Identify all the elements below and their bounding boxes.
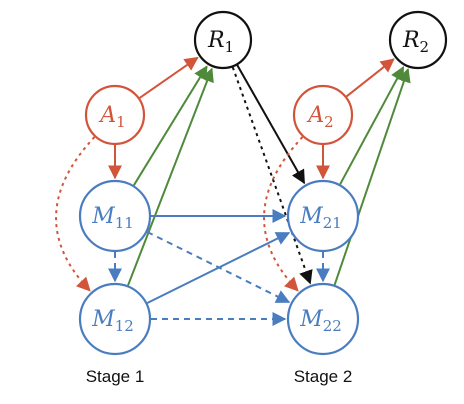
node-m11: M11 (78, 179, 152, 253)
node-a1: A1 (84, 84, 146, 146)
node-a2: A2 (292, 84, 354, 146)
edge-r1-to-m21 (236, 64, 306, 185)
edge-m11-to-r1 (132, 65, 208, 186)
node-m12-label: M12 (91, 307, 134, 335)
stage-1-label: Stage 1 (86, 367, 145, 386)
stage-2-label: Stage 2 (294, 367, 353, 386)
edge-a1-to-r1 (139, 56, 199, 99)
node-r2: R2 (388, 10, 448, 70)
node-a2-circle (292, 84, 354, 146)
node-r2-circle (388, 10, 448, 70)
node-m21-circle (286, 179, 360, 253)
edges-layer (55, 56, 411, 326)
edge-a2-to-r2 (345, 58, 395, 98)
edge-m22-to-r2 (333, 68, 411, 286)
node-m21: M21 (286, 179, 360, 253)
edge-m21-to-r2 (339, 66, 405, 185)
node-r1-label: R1 (207, 28, 234, 56)
node-m11-label: M11 (91, 204, 134, 232)
node-m12-circle (78, 282, 152, 356)
node-r2-label: R2 (402, 28, 429, 56)
node-m21-label: M21 (299, 204, 342, 232)
edge-r1-to-m22 (231, 66, 313, 285)
edge-m12-to-m21 (146, 231, 291, 304)
node-m22-label: M22 (299, 307, 342, 335)
node-m11-circle (78, 179, 152, 253)
node-a2-label: A2 (306, 103, 333, 131)
node-r1-circle (193, 10, 253, 70)
edge-m12-to-r1 (127, 67, 214, 286)
node-r1: R1 (193, 10, 253, 70)
node-m22-circle (286, 282, 360, 356)
node-a1-label: A1 (98, 103, 125, 131)
node-a1-circle (84, 84, 146, 146)
node-m12: M12 (78, 282, 152, 356)
node-m22: M22 (286, 282, 360, 356)
